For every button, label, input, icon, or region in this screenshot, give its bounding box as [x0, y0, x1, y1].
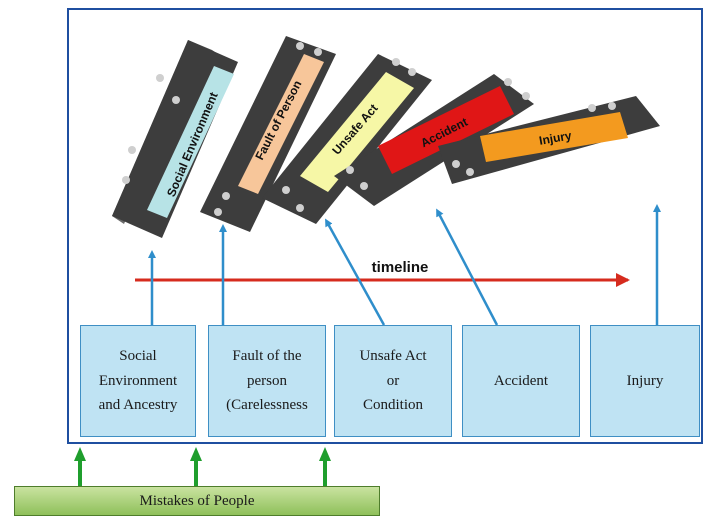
domino-label-bg [378, 86, 514, 174]
box-fault-of-person: Fault of the person (Carelessness [208, 325, 326, 437]
box-line: Social [119, 347, 157, 364]
arrow-unsafe [325, 218, 386, 326]
box-accident: Accident [462, 325, 580, 437]
box-line: Fault of the [232, 347, 302, 364]
domino-label-bg [300, 72, 414, 192]
arrow-accident [436, 208, 499, 326]
box-line: Environment [98, 372, 178, 389]
domino-unsafe-act: Unsafe Act [262, 54, 432, 224]
diagram-frame [67, 8, 703, 444]
timeline-label: timeline [372, 259, 429, 276]
domino-label-bg [480, 112, 628, 162]
domino-label-injury: Injury [538, 128, 573, 148]
domino-accident: Accident [334, 74, 534, 206]
mistakes-of-people-bar: Mistakes of People [14, 486, 380, 516]
box-line: person [247, 372, 287, 389]
box-line: (Carelessness [226, 397, 308, 414]
box-unsafe-act: Unsafe Act or Condition [334, 325, 452, 437]
box-line: or [386, 372, 400, 389]
box-injury: Injury [590, 325, 700, 437]
domino-injury: Injury [438, 96, 660, 184]
box-line: and Ancestry [98, 397, 178, 414]
box-line: Injury [626, 372, 664, 389]
domino-fault-of-person: Fault of Person [200, 36, 336, 232]
box-social-environment: Social Environment and Ancestry [80, 325, 196, 437]
domino-label-bg [147, 66, 234, 218]
mistakes-of-people-label: Mistakes of People [139, 492, 255, 509]
box-line: Unsafe Act [359, 347, 427, 364]
box-line: Accident [493, 372, 549, 389]
box-line: Condition [362, 397, 423, 414]
domino-label-bg [238, 54, 324, 194]
